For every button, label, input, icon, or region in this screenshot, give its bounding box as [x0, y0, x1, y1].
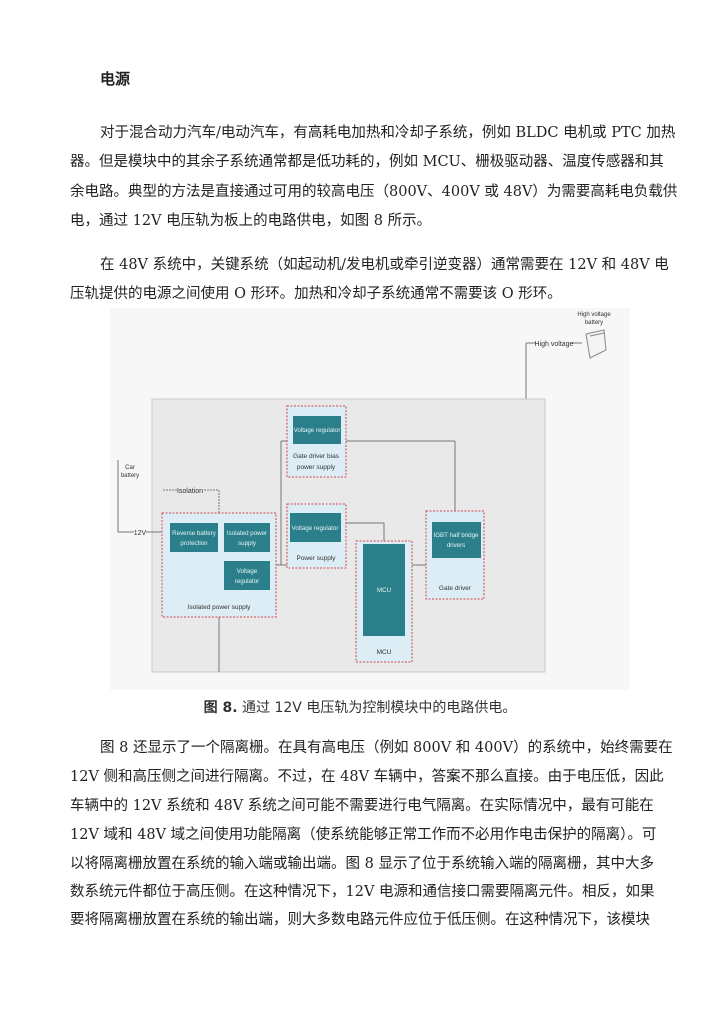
power-supply-label: Power supply	[296, 555, 336, 562]
reverse-battery-label: protection	[180, 540, 208, 547]
paragraph-line: 在 48V 系统中，关键系统（如起动机/发电机或牵引逆变器）通常需要在 12V …	[100, 257, 669, 273]
igbt-label: IGBT half bridge	[434, 532, 479, 539]
caption-text: 通过 12V 电压轨为控制模块中的电路供电。	[242, 700, 517, 716]
high-voltage-label: High voltage	[535, 341, 574, 348]
paragraph-line: 12V 域和 48V 域之间使用功能隔离（使系统能够正常工作而不必用作电击保护的…	[70, 827, 657, 843]
voltage-regulator-label: Voltage	[237, 568, 258, 575]
battery-icon	[585, 329, 607, 359]
isolation-label: Isolation	[177, 488, 203, 495]
paragraph-line: 压轨提供的电源之间使用 O 形环。加热和冷却子系统通常不需要该 O 形环。	[70, 286, 562, 302]
car-battery-label: Car	[125, 465, 135, 471]
isolated-power-label: Isolated power	[227, 530, 267, 537]
paragraph-line: 12V 侧和高压侧之间进行隔离。不过，在 48V 车辆中，答案不那么直接。由于电…	[70, 769, 664, 785]
figure-caption: 图 8. 通过 12V 电压轨为控制模块中的电路供电。	[0, 697, 720, 717]
isolated-supply-label: Isolated power supply	[188, 604, 252, 611]
paragraph-line: 以将隔离栅放置在系统的输入端或输出端。图 8 显示了位于系统输入端的隔离栅，其中…	[70, 856, 654, 872]
igbt-label: drivers	[447, 542, 466, 549]
paragraph-line: 对于混合动力汽车/电动汽车，有高耗电加热和冷却子系统，例如 BLDC 电机或 P…	[100, 125, 676, 141]
paragraph-line: 数系统元件都位于高压侧。在这种情况下，12V 电源和通信接口需要隔离元件。相反，…	[70, 884, 655, 900]
voltage-regulator-label: Voltage regulator	[294, 427, 341, 434]
isolated-power-label: supply	[238, 540, 257, 547]
paragraph-line: 器。但是模块中的其余子系统通常都是低功耗的，例如 MCU、栅极驱动器、温度传感器…	[70, 154, 664, 170]
gate-driver-label: Gate driver	[439, 585, 472, 592]
mcu-label: MCU	[377, 649, 392, 656]
reverse-battery-label: Reverse battery	[172, 530, 217, 537]
car-battery-label: battery	[121, 473, 139, 479]
hv-battery-label: battery	[585, 320, 603, 326]
paragraph-line: 车辆中的 12V 系统和 48V 系统之间可能不需要进行电气隔离。在实际情况中，…	[70, 798, 654, 814]
gate-bias-label: Gate driver bias	[293, 453, 340, 460]
voltage-regulator-label: regulator	[235, 578, 259, 585]
paragraph-line: 要将隔离栅放置在系统的输出端，则大多数电路元件应位于低压侧。在这种情况下，该模块	[70, 912, 650, 928]
paragraph-line: 图 8 还显示了一个隔离栅。在具有高电压（例如 800V 和 400V）的系统中…	[100, 740, 673, 756]
mcu-inner-label: MCU	[377, 587, 391, 594]
12v-label: 12V	[134, 530, 147, 537]
voltage-regulator-label: Voltage regulator	[292, 525, 339, 532]
gate-bias-label: power supply	[297, 464, 336, 471]
figure-8-diagram: High voltage battery High voltage Car ba…	[110, 308, 630, 690]
figure-number: 图 8.	[203, 700, 238, 716]
hv-battery-label: High voltage	[577, 312, 611, 318]
paragraph-line: 余电路。典型的方法是直接通过可用的较高电压（800V、400V 或 48V）为需…	[70, 184, 678, 200]
section-heading: 电源	[100, 70, 131, 88]
paragraph-line: 电，通过 12V 电压轨为板上的电路供电，如图 8 所示。	[70, 213, 432, 229]
